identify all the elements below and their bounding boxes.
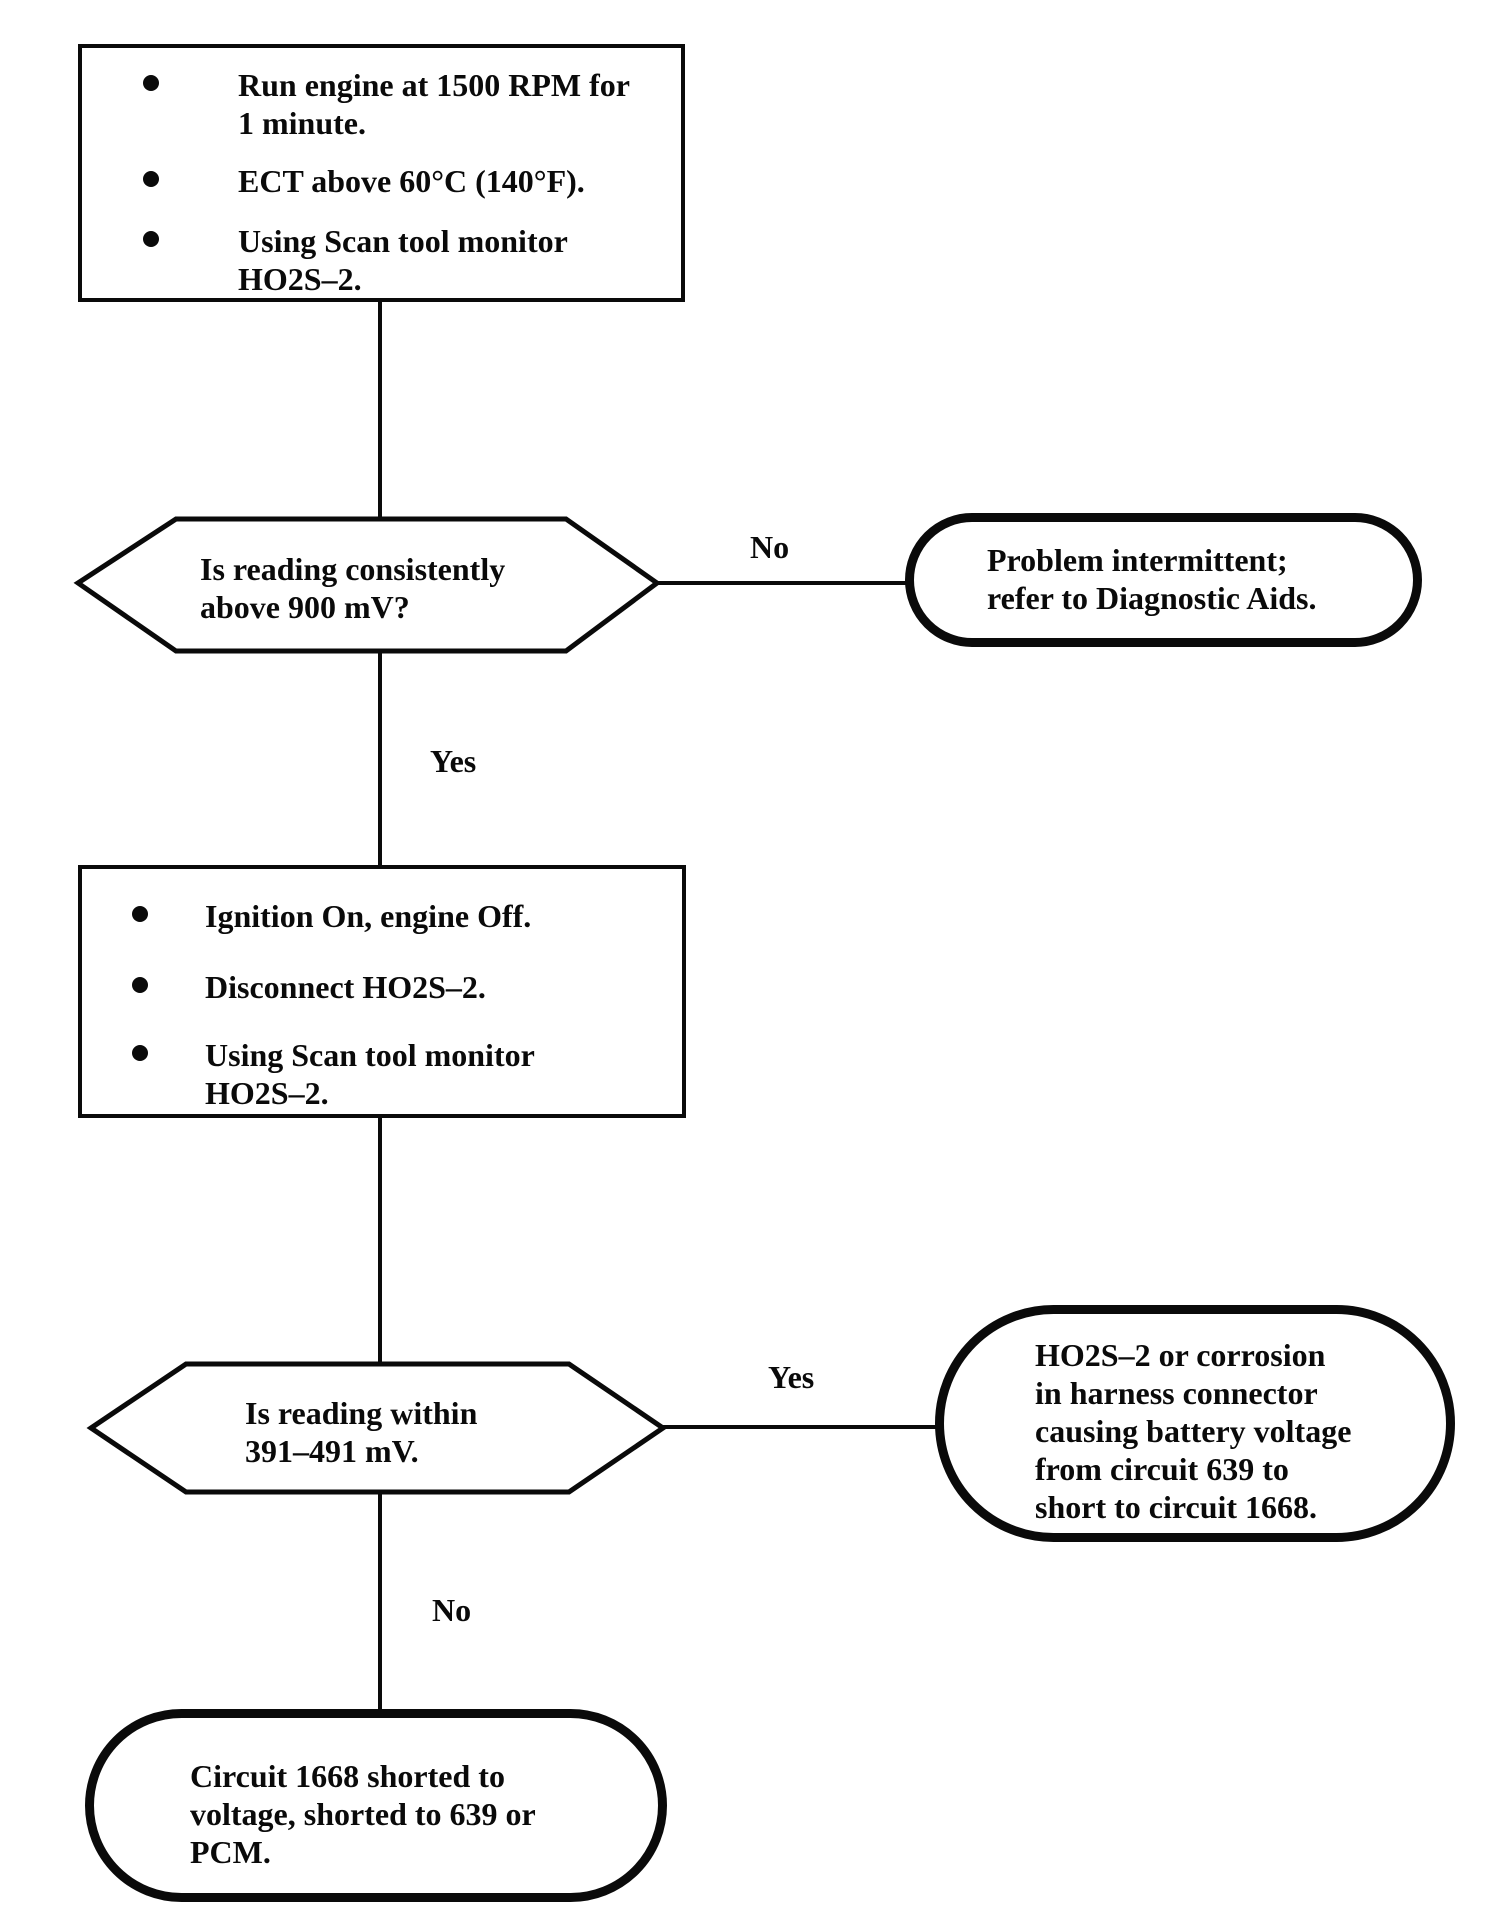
terminal-intermittent-line2: refer to Diagnostic Aids. [987, 580, 1317, 616]
edge-label-no: No [432, 1592, 472, 1628]
start-box-item3-line2: HO2S–2. [238, 261, 362, 297]
bullet-icon [143, 231, 159, 247]
action-box-item1: Ignition On, engine Off. [205, 897, 531, 935]
terminal-circuit-short-text: Circuit 1668 shorted to voltage, shorted… [190, 1757, 536, 1871]
action-box-item1-line1: Ignition On, engine Off. [205, 898, 532, 934]
terminal-circuit-short-line3: PCM. [190, 1834, 271, 1870]
terminal-voltage-short-shape [935, 1305, 1455, 1542]
action-box-item2: Disconnect HO2S–2. [205, 968, 486, 1006]
bullet-icon [143, 171, 159, 187]
decision1-text: Is reading consistently above 900 mV? [200, 550, 505, 626]
terminal-voltage-short-line2: in harness connector [1035, 1375, 1318, 1411]
terminal-voltage-short-line4: from circuit 639 to [1035, 1451, 1289, 1487]
terminal-voltage-short-line5: short to circuit 1668. [1035, 1489, 1318, 1525]
edge-label-no: No [750, 529, 790, 565]
start-box-item2: ECT above 60°C (140°F). [238, 162, 585, 200]
process-box-precondition-shape [78, 44, 685, 302]
action-box-item3-line1: Using Scan tool monitor [205, 1037, 535, 1073]
start-box-item3-line1: Using Scan tool monitor [238, 223, 568, 259]
terminal-intermittent-text: Problem intermittent; refer to Diagnosti… [987, 541, 1316, 617]
terminal-circuit-short-line1: Circuit 1668 shorted to [190, 1758, 505, 1794]
edge-label-yes: Yes [768, 1359, 815, 1395]
decision1-line2: above 900 mV? [200, 589, 410, 625]
bullet-icon [143, 75, 159, 91]
decision2-line2: 391–491 mV. [245, 1433, 419, 1469]
process-box-action-shape [78, 865, 686, 1118]
terminal-circuit-short-shape [85, 1709, 667, 1902]
terminal-intermittent-line1: Problem intermittent; [987, 542, 1288, 578]
start-box-item1-line2: 1 minute. [238, 105, 366, 141]
terminal-voltage-short-line1: HO2S–2 or corrosion [1035, 1337, 1326, 1373]
action-box-item2-line1: Disconnect HO2S–2. [205, 969, 486, 1005]
start-box-item1-line1: Run engine at 1500 RPM for [238, 67, 630, 103]
start-box-item1: Run engine at 1500 RPM for 1 minute. [238, 66, 630, 142]
start-box-item2-line1: ECT above 60°C (140°F). [238, 163, 585, 199]
decision2-text: Is reading within 391–491 mV. [245, 1394, 477, 1470]
action-box-item3: Using Scan tool monitor HO2S–2. [205, 1036, 535, 1112]
edge-label-yes: Yes [430, 743, 477, 779]
bullet-icon [132, 1045, 148, 1061]
decision2-line1: Is reading within [245, 1395, 478, 1431]
start-box-item3: Using Scan tool monitor HO2S–2. [238, 222, 568, 298]
bullet-icon [132, 977, 148, 993]
terminal-voltage-short-text: HO2S–2 or corrosion in harness connector… [1035, 1336, 1351, 1526]
bullet-icon [132, 906, 148, 922]
action-box-item3-line2: HO2S–2. [205, 1075, 329, 1111]
terminal-circuit-short-line2: voltage, shorted to 639 or [190, 1796, 536, 1832]
decision1-line1: Is reading consistently [200, 551, 506, 587]
terminal-intermittent-shape [905, 513, 1422, 647]
terminal-voltage-short-line3: causing battery voltage [1035, 1413, 1352, 1449]
